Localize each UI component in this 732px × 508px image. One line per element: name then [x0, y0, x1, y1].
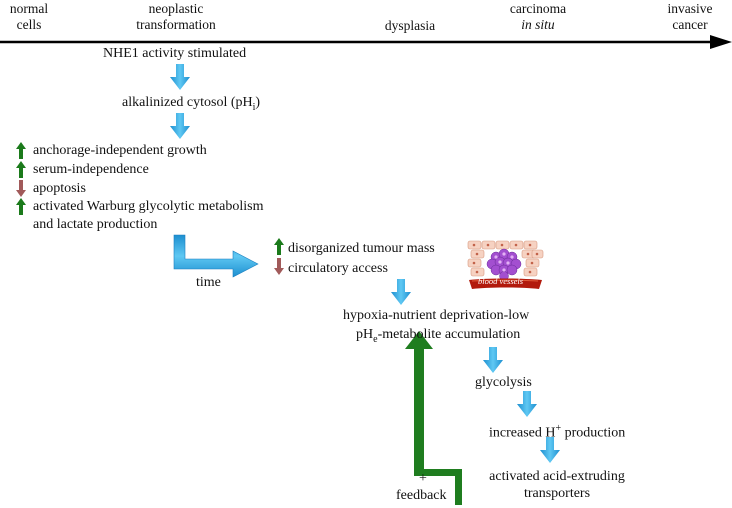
label-circulatory: circulatory access — [288, 261, 388, 276]
label-apoptosis: apoptosis — [33, 181, 86, 196]
label-h-production: increased H+ production — [489, 423, 626, 441]
label-anchorage: anchorage-independent growth — [33, 143, 207, 158]
label-glycolysis: glycolysis — [475, 375, 532, 390]
label-hypoxia-2: pHe-metabolite accumulation — [356, 327, 521, 345]
label-serum: serum-independence — [33, 162, 149, 177]
label-feedback-plus: + — [419, 471, 427, 486]
up-arrow-icon — [16, 198, 26, 215]
down-arrow-4-icon — [483, 347, 503, 373]
label-blood-vessels: blood vessels — [478, 276, 524, 286]
label-hypoxia-1: hypoxia-nutrient deprivation-low — [343, 308, 530, 323]
label-time: time — [196, 275, 221, 290]
up-arrow-icon — [16, 161, 26, 178]
stage-dysplasia: dysplasia — [384, 18, 436, 33]
label-alkalinized-cytosol: alkalinized cytosol (pHi) — [122, 95, 261, 113]
down-arrow-icon — [16, 180, 26, 197]
label-feedback: feedback — [396, 488, 447, 503]
label-warburg-1: activated Warburg glycolytic metabolism — [33, 199, 264, 214]
tumour-illustration — [467, 240, 544, 289]
down-arrow-5-icon — [517, 391, 537, 417]
down-arrow-3-icon — [391, 279, 411, 305]
label-nhe1: NHE1 activity stimulated — [103, 46, 247, 61]
feedback-arrow-icon — [405, 331, 462, 505]
label-warburg-2: and lactate production — [33, 217, 158, 232]
label-disorganized: disorganized tumour mass — [288, 241, 435, 256]
up-arrow-icon — [16, 142, 26, 159]
down-arrow-2-icon — [170, 113, 190, 139]
down-arrow-1-icon — [170, 64, 190, 90]
down-arrow-icon — [274, 258, 284, 275]
down-arrow-6-icon — [540, 437, 560, 463]
time-arrow-icon — [173, 234, 259, 278]
up-arrow-icon — [274, 238, 284, 255]
